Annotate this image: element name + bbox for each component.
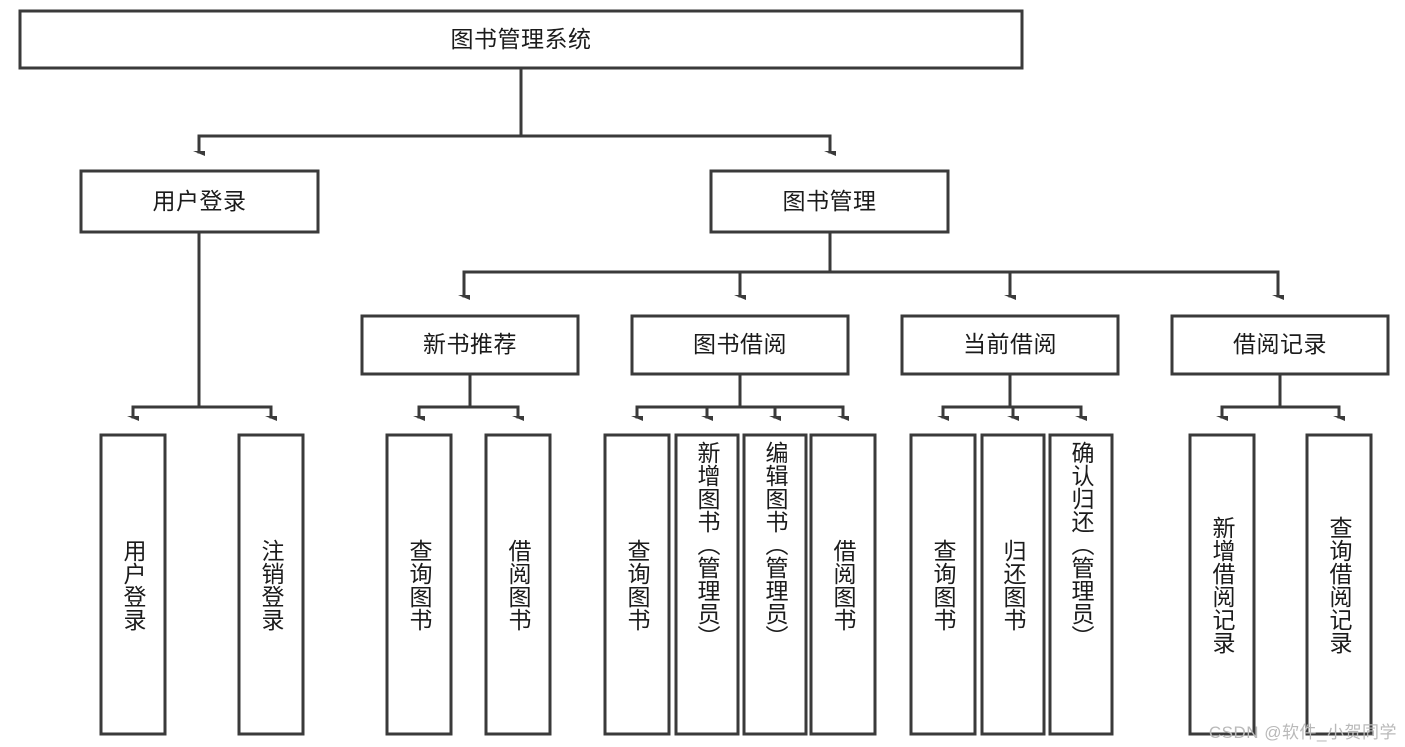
box-leaf-user-login[interactable] [99,433,167,736]
box-leaf-add-record[interactable] [1188,433,1256,736]
box-user-login[interactable] [79,169,320,234]
box-borrow-record[interactable] [1170,314,1390,376]
box-leaf-borrow-book-1[interactable] [484,433,552,736]
box-leaf-return-book[interactable] [980,433,1046,736]
box-book-borrow[interactable] [630,314,850,376]
box-new-book-rec[interactable] [360,314,580,376]
box-leaf-logout[interactable] [237,433,305,736]
box-leaf-query-book-2[interactable] [603,433,671,736]
box-leaf-confirm-return[interactable] [1048,433,1114,736]
box-leaf-borrow-book-2[interactable] [809,433,877,736]
box-leaf-add-book[interactable] [674,433,740,736]
box-leaf-query-book-1[interactable] [385,433,453,736]
box-current-borrow[interactable] [900,314,1120,376]
box-book-manage[interactable] [709,169,950,234]
box-root-system[interactable] [18,9,1024,70]
box-leaf-edit-book[interactable] [742,433,808,736]
box-leaf-query-record[interactable] [1305,433,1373,736]
box-leaf-query-book-3[interactable] [909,433,977,736]
